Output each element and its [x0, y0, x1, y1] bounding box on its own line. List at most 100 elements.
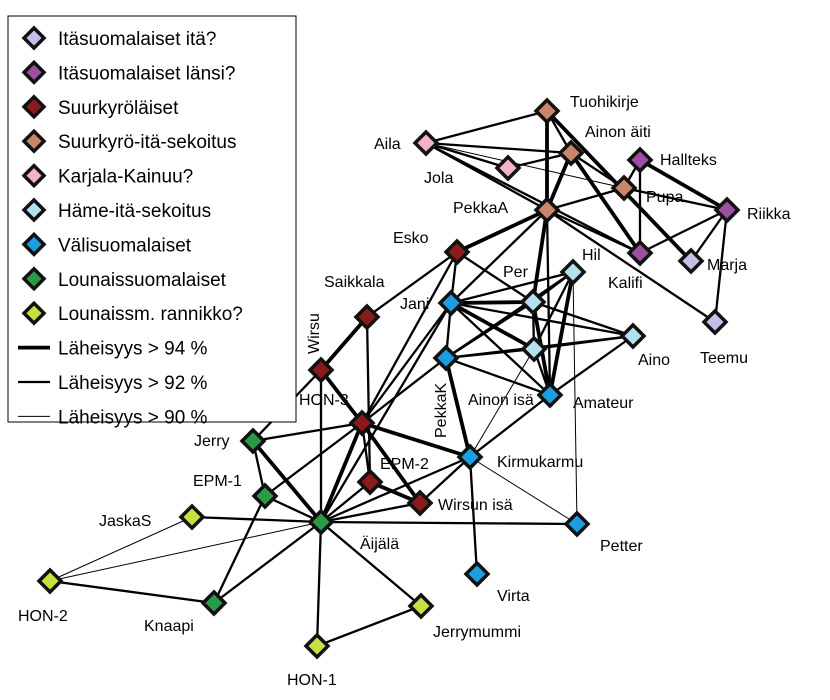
- edge-pekkaa-teemu: [545, 208, 717, 324]
- legend-swatch-lounais: [21, 266, 47, 292]
- node-label-wirsu: Wirsu: [306, 313, 323, 354]
- edge-hon3-kirmukarmu: [360, 421, 472, 459]
- edge-epm2-aijala: [319, 480, 372, 524]
- legend-swatch-lansi: [21, 59, 47, 85]
- node-label-teemu: Teemu: [700, 350, 748, 367]
- node-label-marja: Marja: [707, 257, 747, 274]
- edge-aijala-petter: [319, 520, 579, 526]
- node-label-hon3: HON-3: [299, 392, 349, 409]
- edge-pekkaa-esko: [455, 208, 549, 254]
- edge-epm1-knaapi: [212, 494, 267, 605]
- node-label-jerrymummi: Jerrymummi: [433, 624, 521, 641]
- node-aino: [619, 322, 647, 350]
- node-label-aijala: Äijälä: [360, 535, 399, 553]
- edge-hon3-jerry: [251, 421, 364, 443]
- edge-pekkak-kirmukarmu: [444, 356, 472, 459]
- legend-label-lansi: Itäsuomalaiset länsi?: [58, 63, 235, 84]
- legend-line-label-2: Läheisyys > 92 %: [58, 373, 208, 394]
- node-label-saikkala: Saikkala: [324, 274, 385, 291]
- edge-aila-jola: [424, 141, 510, 170]
- edge-aijala-jaskas: [190, 515, 323, 524]
- node-label-hon1: HON-1: [287, 672, 337, 689]
- edge-aijala-hon2: [49, 521, 322, 582]
- node-label-esko: Esko: [393, 230, 429, 247]
- edge-pekkaa-kalifi: [545, 208, 642, 255]
- node-hon3: [348, 409, 376, 437]
- node-tuohikirje: [533, 97, 561, 125]
- edge-wirsunisa-kirmukarmu: [418, 455, 472, 505]
- node-label-knaapi: Knaapi: [144, 618, 194, 635]
- node-virta: [463, 560, 491, 588]
- edge-saikkala-epm2: [365, 315, 372, 484]
- node-jani: [437, 289, 465, 317]
- edge-ainonaiti-pupa: [569, 151, 626, 190]
- node-jola: [494, 154, 522, 182]
- node-teemu: [701, 308, 729, 336]
- edge-hon1-jerrymummi: [315, 604, 423, 648]
- edge-aila-kalifi: [424, 141, 642, 255]
- legend-label-sekoitus: Suurkyrö-itä-sekoitus: [58, 132, 236, 153]
- edge-jani-amateur: [449, 301, 552, 397]
- node-label-pekkak: PekkaK: [433, 383, 450, 438]
- legend-label-suurkyro: Suurkyröläiset: [58, 98, 179, 119]
- edge-jani-aino: [449, 301, 635, 338]
- node-wirsu: [307, 356, 335, 384]
- edge-pekkak-amateur: [444, 356, 552, 397]
- node-label-kirmukarmu: Kirmukarmu: [497, 454, 583, 471]
- node-jerrymummi: [407, 592, 435, 620]
- edge-hon2-knaapi: [48, 579, 216, 605]
- node-label-petter: Petter: [600, 538, 643, 555]
- edge-kirmukarmu-aijala: [319, 455, 472, 524]
- node-label-ainonaiti: Ainon äiti: [585, 124, 651, 141]
- edge-hil-amateur: [548, 270, 575, 397]
- edge-aijala-jerrymummi: [319, 520, 423, 608]
- legend-swatch-sekoitus: [21, 128, 47, 154]
- node-label-hallteks: Hallteks: [660, 152, 717, 169]
- edge-esko-saikkala: [365, 250, 459, 319]
- edge-pekkaa-amateur: [545, 208, 552, 397]
- edge-ainonisa-kirmukarmu: [469, 348, 535, 458]
- edge-pekkaa-jani: [449, 208, 549, 305]
- edge-aijala-knaapi: [212, 520, 323, 605]
- node-label-jerry: Jerry: [194, 433, 230, 450]
- node-label-pekkaa: PekkaA: [453, 200, 508, 217]
- node-label-pupa: Pupa: [646, 189, 683, 206]
- edge-hil-ainonisa: [532, 270, 575, 351]
- edge-esko-per: [455, 250, 535, 304]
- node-kirmukarmu: [456, 443, 484, 471]
- edge-jani-per: [449, 300, 535, 305]
- legend-swatch-hame: [21, 197, 47, 223]
- edge-hon3-wirsunisa: [360, 421, 422, 505]
- edge-riikka-teemu: [713, 208, 729, 324]
- edge-amateur-kirmukarmu: [468, 393, 552, 459]
- legend-swatch-suurkyro: [21, 94, 47, 120]
- edge-pupa-riikka: [622, 186, 729, 212]
- node-wirsunisa: [406, 489, 434, 517]
- edge-ainonaiti-kalifi: [569, 151, 642, 255]
- edge-kirmukarmu-virta: [468, 455, 479, 576]
- node-label-epm1: EPM-1: [193, 473, 242, 490]
- node-label-hon2: HON-2: [18, 608, 68, 625]
- node-epm2: [356, 468, 384, 496]
- node-label-jani: Jani: [400, 296, 429, 313]
- node-jaskas: [178, 503, 206, 531]
- node-aila: [412, 129, 440, 157]
- edge-saikkala-wirsu: [319, 315, 369, 372]
- node-esko: [443, 238, 471, 266]
- edge-aila-tuohikirje: [424, 109, 549, 145]
- node-label-riikka: Riikka: [747, 206, 791, 223]
- edge-aijala-jerry: [251, 439, 323, 524]
- edge-hallteks-riikka: [638, 158, 729, 212]
- edge-wirsunisa-aijala: [319, 501, 422, 524]
- node-label-jaskas: JaskaS: [99, 513, 151, 530]
- edge-per-aino: [531, 300, 635, 338]
- legend-swatch-rannikko: [21, 300, 47, 326]
- edge-pekkak-hon3: [360, 356, 448, 425]
- node-riikka: [713, 196, 741, 224]
- edge-jani-hon3: [360, 301, 453, 425]
- node-marja: [677, 247, 705, 275]
- legend-label-vali: Välisuomalaiset: [58, 235, 192, 256]
- edge-kalifi-riikka: [638, 208, 729, 255]
